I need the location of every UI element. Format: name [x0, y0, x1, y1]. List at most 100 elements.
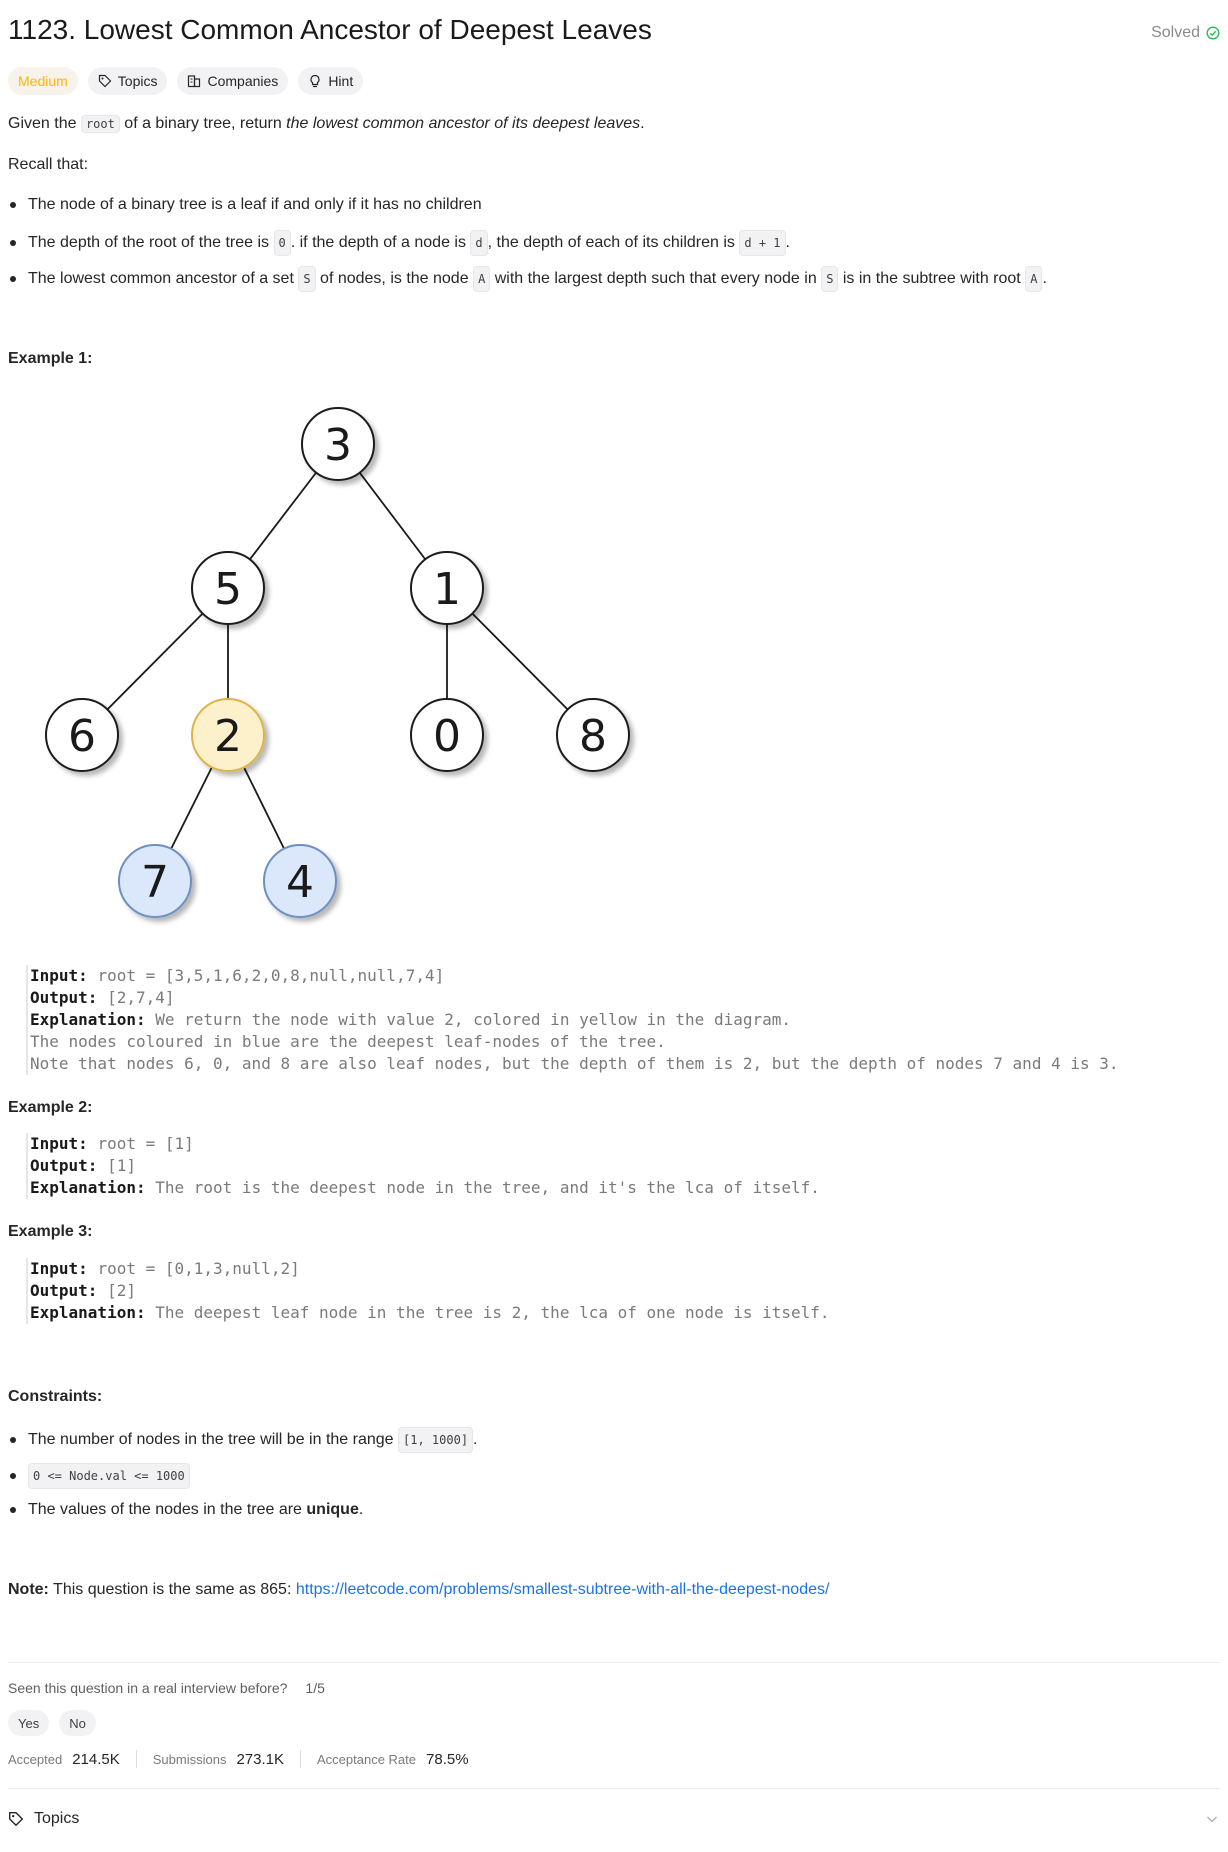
example-explanation-line: Explanation: The root is the deepest nod…: [28, 1177, 820, 1199]
tree-node: 1: [410, 551, 484, 625]
no-button[interactable]: No: [59, 1710, 96, 1736]
intro-emphasis: the lowest common ancestor of its deepes…: [286, 115, 641, 132]
tree-node: 0: [410, 698, 484, 772]
bullet-text: The lowest common ancestor of a set: [28, 270, 294, 287]
example-explanation-line: Explanation: The deepest leaf node in th…: [28, 1302, 830, 1324]
acceptance-rate-stat: Acceptance Rate 78.5%: [317, 1751, 469, 1768]
page-title: 1123. Lowest Common Ancestor of Deepest …: [8, 14, 652, 45]
explanation-text: The deepest leaf node in the tree is 2, …: [155, 1303, 830, 1322]
tree-node-highlighted-blue: 7: [118, 844, 192, 918]
inline-code: 0: [273, 230, 291, 256]
interview-question-text: Seen this question in a real interview b…: [8, 1680, 288, 1696]
note-text: This question is the same as 865:: [53, 1581, 292, 1598]
note-paragraph: Note: This question is the same as 865: …: [8, 1579, 829, 1601]
tree-node: 5: [191, 551, 265, 625]
explanation-text: The root is the deepest node in the tree…: [155, 1178, 820, 1197]
interview-question: Seen this question in a real interview b…: [8, 1680, 325, 1696]
inline-code: S: [298, 266, 316, 292]
explanation-text: We return the node with value 2, colored…: [155, 1010, 791, 1029]
recall-text: Recall that:: [8, 156, 89, 173]
intro-text: .: [640, 115, 645, 132]
chevron-down-icon[interactable]: [1204, 1811, 1220, 1827]
constraints-heading: Constraints:: [8, 1388, 103, 1405]
explanation-text: The nodes coloured in blue are the deepe…: [30, 1032, 666, 1051]
bullet-text: The number of nodes in the tree will be …: [28, 1431, 394, 1448]
bullet-dot: [10, 1507, 16, 1513]
node-label: 8: [579, 711, 607, 762]
intro-paragraph: Given the root of a binary tree, return …: [8, 113, 645, 135]
input-value: root = [1]: [97, 1134, 194, 1153]
note-label: Note:: [8, 1581, 49, 1598]
hint-button[interactable]: Hint: [298, 67, 364, 95]
example-1-heading: Example 1:: [8, 350, 93, 367]
interview-count: 1/5: [305, 1680, 325, 1696]
output-label: Output:: [30, 1156, 98, 1175]
output-value: [2,7,4]: [107, 988, 175, 1007]
topics-accordion[interactable]: Topics: [8, 1800, 1220, 1838]
hint-label: Hint: [328, 73, 354, 89]
bullet-dot: [10, 1437, 16, 1443]
difficulty-label: Medium: [18, 73, 68, 89]
example-input-line: Input: root = [0,1,3,null,2]: [28, 1258, 830, 1280]
example-input-line: Input: root = [1]: [28, 1133, 820, 1155]
bullet-text: , the depth of each of its children is: [487, 234, 735, 251]
topics-accordion-label: Topics: [34, 1810, 80, 1827]
bullet-dot: [10, 1473, 16, 1479]
node-label: 7: [141, 857, 169, 908]
list-item: The number of nodes in the tree will be …: [8, 1427, 478, 1453]
intro-text: of a binary tree, return: [124, 115, 282, 132]
list-item: The depth of the root of the tree is 0. …: [8, 230, 790, 256]
tag-icon: [98, 74, 112, 88]
topics-accordion-header: Topics: [8, 1810, 79, 1828]
bullet-text: .: [358, 1501, 364, 1518]
topics-button[interactable]: Topics: [87, 67, 168, 95]
output-label: Output:: [30, 1281, 98, 1300]
bullet-dot: [10, 240, 16, 246]
example-2-heading: Example 2:: [8, 1099, 93, 1116]
example-input-line: Input: root = [3,5,1,6,2,0,8,null,null,7…: [28, 965, 1119, 987]
node-label: 2: [214, 711, 242, 762]
divider: [8, 1788, 1220, 1789]
bullet-dot: [10, 276, 16, 282]
tree-node-highlighted-yellow: 2: [191, 698, 265, 772]
node-label: 0: [433, 711, 461, 762]
check-circle-icon: [1206, 26, 1220, 40]
difficulty-badge: Medium: [8, 67, 78, 95]
output-value: [2]: [107, 1281, 136, 1300]
bullet-dot: [10, 202, 16, 208]
companies-button[interactable]: Companies: [177, 67, 289, 95]
solved-status: Solved: [1151, 24, 1220, 42]
bullet-text: The depth of the root of the tree is: [28, 234, 270, 251]
interview-answer-group: Yes No: [8, 1710, 96, 1736]
example-output-line: Output: [1]: [28, 1155, 820, 1177]
output-value: [1]: [107, 1156, 136, 1175]
bullet-text: . if the depth of a node is: [290, 234, 466, 251]
inline-code: S: [821, 266, 839, 292]
example-1-block: Input: root = [3,5,1,6,2,0,8,null,null,7…: [26, 965, 1119, 1075]
lightbulb-icon: [310, 74, 320, 88]
stat-label: Accepted: [8, 1751, 63, 1767]
accepted-stat: Accepted 214.5K: [8, 1751, 120, 1768]
inline-code: root: [80, 115, 120, 133]
explanation-label: Explanation:: [30, 1010, 146, 1029]
note-link[interactable]: https://leetcode.com/problems/smallest-s…: [295, 1581, 830, 1598]
stat-value: 78.5%: [426, 1750, 469, 1768]
inline-code: d: [470, 230, 488, 256]
companies-label: Companies: [207, 73, 279, 89]
inline-code: d + 1: [739, 230, 786, 256]
bullet-text: The node of a binary tree is a leaf if a…: [28, 196, 482, 213]
solved-label: Solved: [1151, 24, 1200, 41]
inline-code: [1, 1000]: [398, 1427, 474, 1453]
explanation-label: Explanation:: [30, 1178, 146, 1197]
node-label: 6: [68, 711, 96, 762]
input-label: Input:: [30, 1134, 88, 1153]
tree-edges: [81, 443, 594, 882]
yes-button[interactable]: Yes: [8, 1710, 50, 1736]
node-label: 5: [214, 564, 242, 615]
topics-label: Topics: [117, 73, 158, 89]
list-item: The lowest common ancestor of a set S of…: [8, 266, 1047, 292]
divider: [8, 1662, 1220, 1663]
stat-label: Acceptance Rate: [317, 1751, 417, 1767]
explanation-text: Note that nodes 6, 0, and 8 are also lea…: [30, 1054, 1119, 1073]
